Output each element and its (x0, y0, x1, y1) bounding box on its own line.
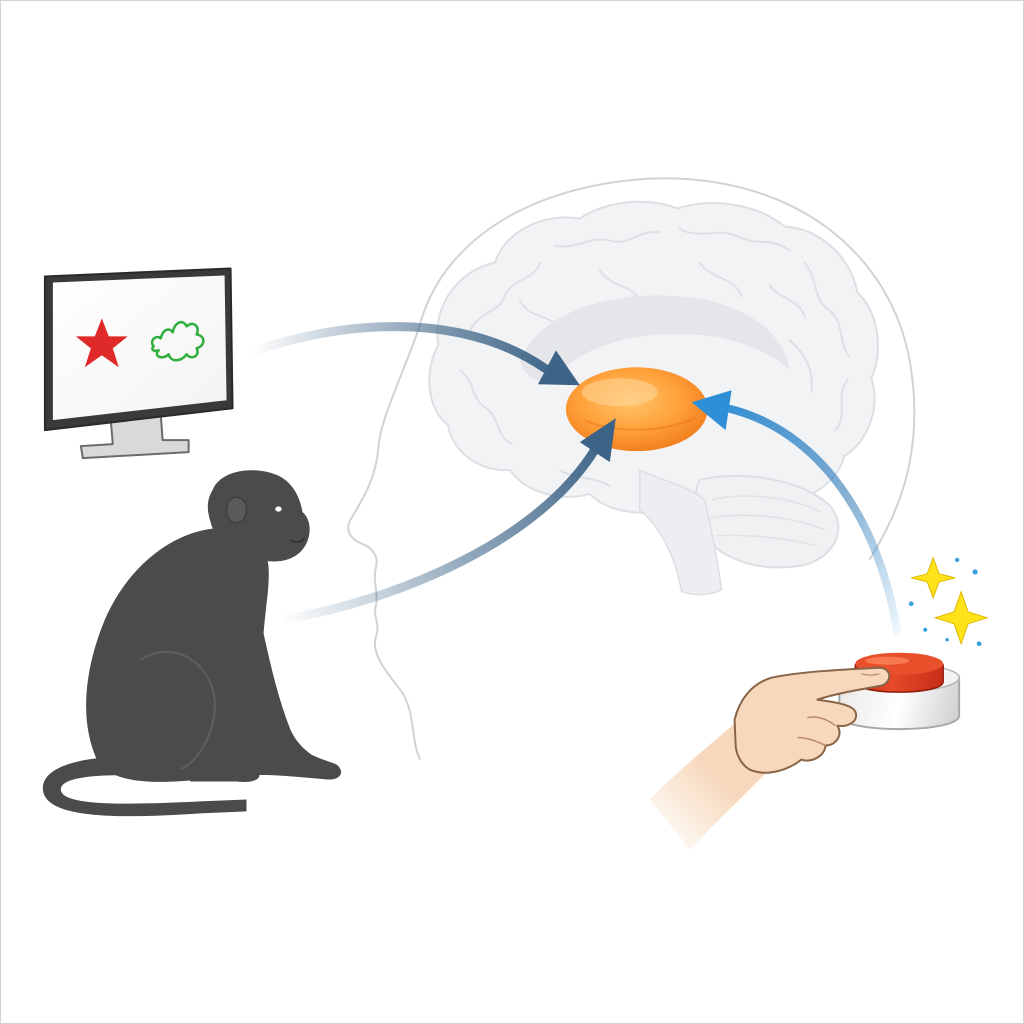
monkey-arm (240, 579, 342, 780)
monkey-icon (42, 470, 342, 817)
arrowhead (537, 350, 580, 386)
monitor-screen (52, 275, 227, 421)
cerebellum-folds (709, 495, 826, 547)
monitor-stand (79, 413, 190, 460)
head-outline (347, 177, 916, 760)
arrow-monkey-to-striatum (277, 418, 616, 625)
arrowhead (691, 390, 732, 431)
arrowhead (579, 418, 616, 463)
hand-shape (733, 666, 891, 774)
monkey-head (207, 470, 310, 562)
sparkle-icon (908, 556, 989, 647)
brain-cortex (428, 200, 879, 517)
star-icon (75, 318, 128, 368)
brain-ventricle (519, 295, 790, 381)
arrow-monitor-to-striatum (246, 322, 580, 386)
squiggle-shape-icon (150, 320, 205, 362)
hand-icon (649, 666, 891, 850)
monkey-ear (225, 496, 248, 524)
monkey-tail (42, 756, 247, 817)
monitor-icon (43, 267, 234, 460)
monkey-eye (275, 506, 282, 512)
arrow-reward-to-striatum (691, 390, 902, 636)
brain-icon (347, 177, 916, 760)
brain-stem (639, 468, 723, 596)
monkey-body (86, 527, 341, 782)
